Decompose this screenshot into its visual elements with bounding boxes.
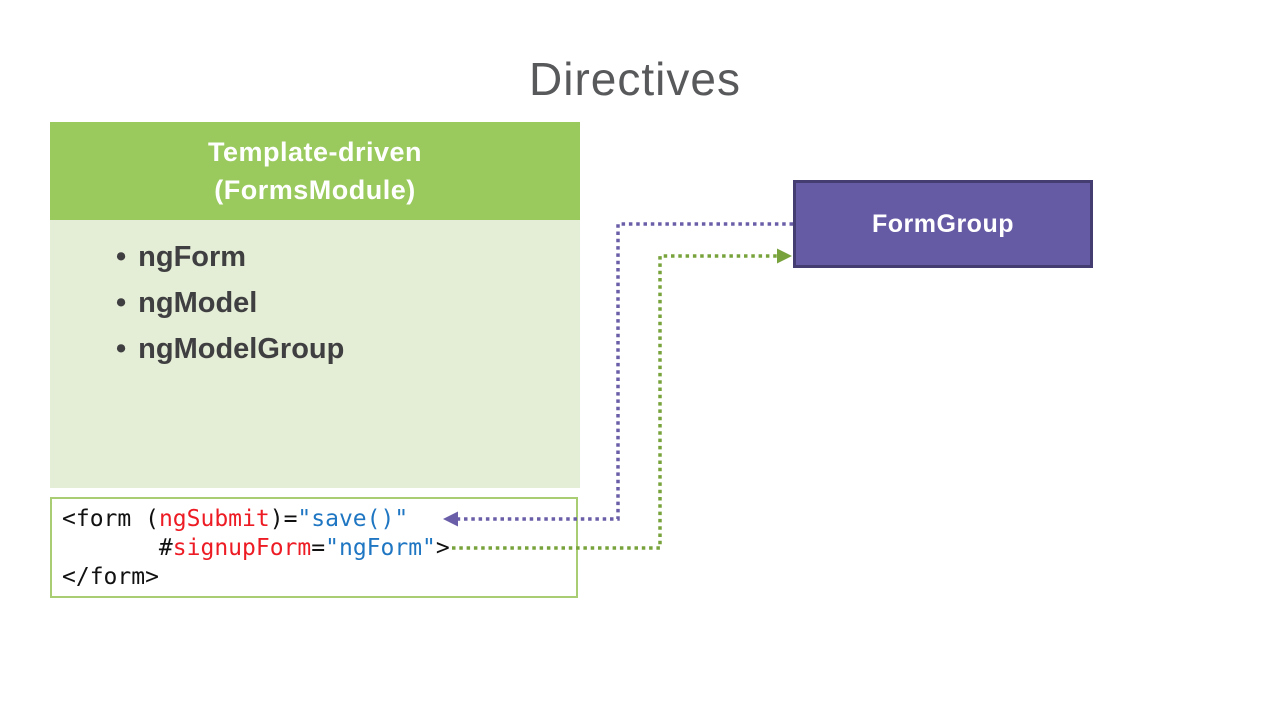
directive-list-item: ngModelGroup bbox=[116, 326, 570, 372]
code-lines: <form (ngSubmit)="save()" #signupForm="n… bbox=[62, 505, 576, 592]
code-line: <form (ngSubmit)="save()" bbox=[62, 505, 576, 534]
formgroup-box: FormGroup bbox=[793, 180, 1093, 268]
code-token: "ngForm" bbox=[325, 535, 436, 561]
code-token: = bbox=[311, 535, 326, 561]
code-token: </form> bbox=[62, 564, 159, 590]
template-driven-header-line2: (FormsModule) bbox=[214, 175, 416, 205]
slide-title: Directives bbox=[529, 53, 741, 105]
code-token: > bbox=[435, 535, 450, 561]
code-box: <form (ngSubmit)="save()" #signupForm="n… bbox=[50, 497, 578, 598]
code-to-formgroup-arrowhead-icon bbox=[777, 248, 792, 264]
template-driven-panel: Template-driven (FormsModule) ngFormngMo… bbox=[50, 122, 580, 488]
code-token: "save()" bbox=[297, 506, 409, 532]
template-driven-body: ngFormngModelngModelGroup bbox=[50, 220, 580, 488]
formgroup-label: FormGroup bbox=[872, 209, 1014, 238]
code-token: # bbox=[62, 535, 173, 561]
code-token: ngSubmit bbox=[158, 506, 270, 532]
code-token: <form ( bbox=[62, 506, 159, 532]
template-driven-header: Template-driven (FormsModule) bbox=[50, 122, 580, 220]
directive-list-item: ngForm bbox=[116, 234, 570, 280]
code-line: #signupForm="ngForm"> bbox=[62, 534, 576, 563]
directive-list: ngFormngModelngModelGroup bbox=[116, 234, 570, 372]
template-driven-header-line1: Template-driven bbox=[207, 137, 423, 167]
code-token: signupForm bbox=[172, 535, 312, 561]
code-token: )= bbox=[269, 506, 298, 532]
directive-list-item: ngModel bbox=[116, 280, 570, 326]
code-line: </form> bbox=[62, 563, 576, 592]
